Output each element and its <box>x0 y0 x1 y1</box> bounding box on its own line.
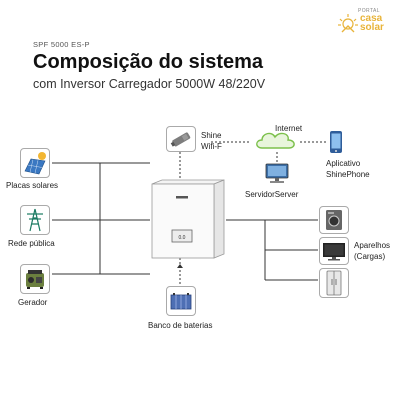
solar-label: Placas solares <box>6 181 59 190</box>
server-monitor-icon <box>265 163 289 183</box>
svg-text:0.0: 0.0 <box>179 235 186 241</box>
page-title: Composição do sistema <box>33 51 264 73</box>
app-label-line1: Aplicativo <box>326 159 361 168</box>
solar-panel-box <box>20 148 50 178</box>
logo-word-1: casa <box>360 13 383 24</box>
tv-icon <box>323 243 345 261</box>
brand-logo: PORTAL casa solar <box>336 8 392 36</box>
app-label-line2: ShinePhone <box>326 170 370 179</box>
smartphone-icon <box>330 131 342 153</box>
cloud-icon <box>256 132 295 149</box>
battery-label: Banco de baterias <box>148 321 213 330</box>
logo-word-2: solar <box>360 22 384 33</box>
washing-machine-icon <box>326 210 342 230</box>
internet-label: Internet <box>275 124 303 133</box>
page-subtitle: com Inversor Carregador 5000W 48/220V <box>33 77 266 91</box>
generator-label: Gerador <box>18 298 48 307</box>
logo-top: PORTAL <box>358 8 380 14</box>
house-sun-icon <box>338 14 358 33</box>
wifi-label-line2: Wifi-F <box>201 142 222 151</box>
battery-bank-icon <box>170 293 192 310</box>
grid-label: Rede pública <box>8 239 55 248</box>
wifi-dongle-icon <box>170 132 191 147</box>
server-label: ServidorServer <box>245 190 299 199</box>
loads-label-line2: (Cargas) <box>354 252 386 261</box>
generator-icon <box>26 270 44 289</box>
load-box-fridge <box>319 268 349 298</box>
loads-label-line1: Aparelhos <box>354 241 391 250</box>
battery-box <box>166 286 196 316</box>
model-code: SPF 5000 ES-P <box>33 40 90 49</box>
inverter-icon: 0.0 <box>151 179 225 259</box>
grid-box <box>20 205 50 235</box>
refrigerator-icon <box>326 270 342 296</box>
power-tower-icon <box>27 208 43 232</box>
generator-box <box>20 264 50 294</box>
inverter: 0.0 <box>150 178 225 259</box>
load-box-tv <box>319 237 349 265</box>
solar-panel-icon <box>24 152 46 175</box>
load-box-washer <box>319 206 349 234</box>
wifi-module-box <box>166 126 196 152</box>
wifi-label-line1: Shine <box>201 131 222 140</box>
